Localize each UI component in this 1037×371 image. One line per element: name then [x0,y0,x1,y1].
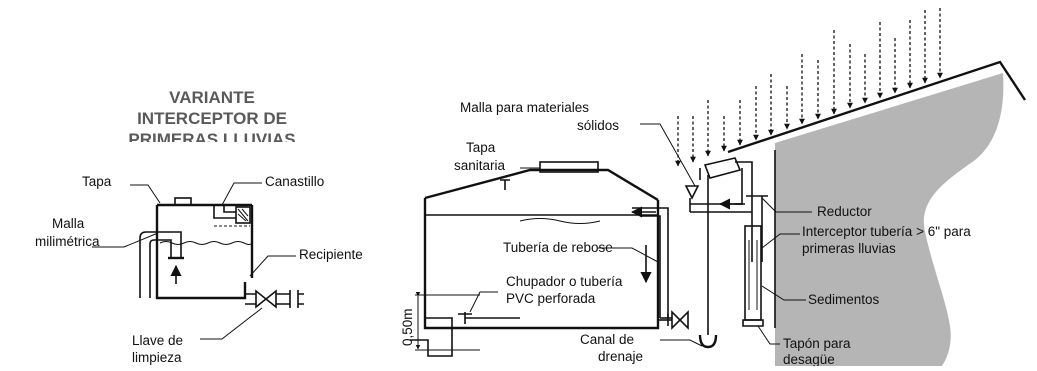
malla-inlet-pipe [139,231,184,298]
label-reductor: Reductor [817,204,872,219]
label-malla-materiales-1: Malla para materiales [460,100,589,115]
label-sedimentos: Sedimentos [808,292,880,307]
label-interceptor-2: primeras lluvias [802,241,896,256]
right-leader-lines [469,123,812,347]
recipiente-container [155,197,254,300]
roof [727,60,1027,154]
interceptor-tube [742,225,764,327]
canastillo [213,205,251,227]
label-chupador-2: PVC perforada [506,291,596,306]
downspout [690,161,768,262]
rain-arrows [675,8,943,167]
gutter [703,157,742,179]
variant-title: VARIANTE INTERCEPTOR DE PRIMERAS LLUVIAS [128,88,295,149]
tapa-sanitaria [539,161,599,173]
label-tapa-sanitaria-1: Tapa [466,140,496,155]
label-interceptor-1: Interceptor tubería > 6" para [802,224,971,239]
lid-knob [174,197,192,206]
label-tapa: Tapa [82,174,112,189]
label-tapa-sanitaria-2: sanitaria [454,158,506,173]
label-llave-1: Llave de [132,333,183,348]
drain-hook [698,334,718,349]
water-surface [159,241,253,245]
main-system-section: 0,50m Malla para materiales sólidos Tapa… [400,8,1027,367]
variant-interceptor-section: VARIANTE INTERCEPTOR DE PRIMERAS LLUVIAS [35,88,363,365]
height-dimension: 0,50m [400,291,480,351]
label-tapon-2: desagüe [783,352,835,366]
left-leader-lines [92,182,296,340]
label-llave-2: limpieza [132,350,182,365]
label-malla-2: milimétrica [35,234,100,249]
label-canal-1: Canal de [580,332,634,347]
variant-title-line-1: VARIANTE [169,88,255,107]
label-malla-1: Malla [52,216,85,231]
label-tuberia-rebose: Tubería de rebose [503,240,613,255]
label-malla-materiales-2: sólidos [577,118,619,133]
house-wall [775,73,1004,366]
variant-title-line-3: PRIMERAS LLUVIAS [128,130,295,149]
label-chupador-1: Chupador o tubería [506,274,623,289]
malla-funnel [684,175,718,349]
label-tapon-1: Tapón para [783,336,851,351]
tapon-desague [742,319,764,327]
variant-title-line-2: INTERCEPTOR DE [137,109,287,128]
label-canastillo: Canastillo [265,174,324,189]
storage-tank [410,161,689,357]
label-canal-2: drenaje [598,349,643,364]
llave-limpieza-valve [245,289,304,309]
label-recipiente: Recipiente [299,247,363,262]
label-altura: 0,50m [400,308,415,346]
